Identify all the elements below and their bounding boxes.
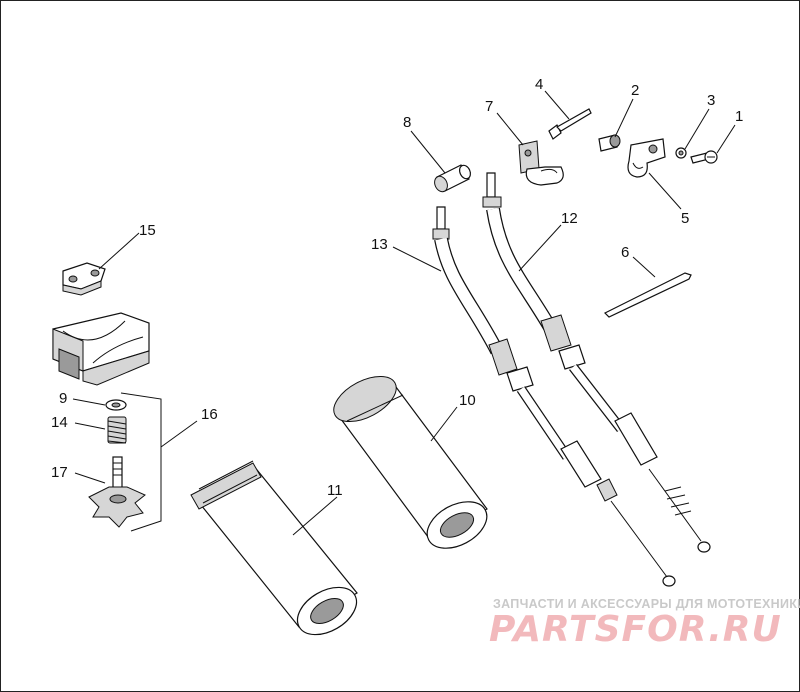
- part-1-screw: [690, 150, 718, 164]
- part-8-bushing: [434, 164, 472, 193]
- callout-8: 8: [403, 114, 411, 131]
- part-11-throttle-grip: [190, 460, 358, 636]
- callout-12: 12: [561, 210, 578, 227]
- leader-lines: [72, 90, 736, 536]
- callout-5: 5: [681, 210, 689, 227]
- part-12-throttle-cable: [482, 172, 711, 553]
- watermark-logo: PARTSFOR.RU: [489, 609, 782, 650]
- part-4-bolt: [548, 108, 592, 140]
- bracket-16: [120, 392, 162, 532]
- watermark-tagline: ЗАПЧАСТИ И АКСЕССУАРЫ ДЛЯ МОТОТЕХНИКИ: [493, 597, 800, 611]
- part-17-star-knob: [88, 456, 146, 528]
- callout-9: 9: [59, 390, 67, 407]
- callout-2: 2: [631, 82, 639, 99]
- part-3-washer: [675, 147, 687, 159]
- part-6-wire-rod: [603, 272, 692, 318]
- callout-4: 4: [535, 76, 543, 93]
- part-15-clamp-cap: [62, 262, 106, 296]
- part-14-spring: [107, 416, 127, 444]
- callout-13: 13: [371, 236, 388, 253]
- part-switch-housing: [52, 312, 150, 386]
- callout-14: 14: [51, 414, 68, 431]
- callout-numbers: 1 2 3 4 5 6 7 8 9 10 11 12 13 14 15 16 1…: [51, 76, 743, 499]
- callout-10: 10: [459, 392, 476, 409]
- callout-16: 16: [201, 406, 218, 423]
- part-7-cable-bracket: [518, 140, 564, 186]
- callout-3: 3: [707, 92, 715, 109]
- part-10-grip: [333, 375, 488, 549]
- part-13-throttle-cable: [432, 206, 676, 587]
- callout-17: 17: [51, 464, 68, 481]
- callout-1: 1: [735, 108, 743, 125]
- callout-15: 15: [139, 222, 156, 239]
- part-9-washer: [105, 399, 127, 411]
- callout-7: 7: [485, 98, 493, 115]
- part-5-cable-clamp: [627, 138, 666, 178]
- part-2-spacer: [598, 134, 621, 152]
- callout-11: 11: [327, 482, 343, 499]
- callout-6: 6: [621, 244, 629, 261]
